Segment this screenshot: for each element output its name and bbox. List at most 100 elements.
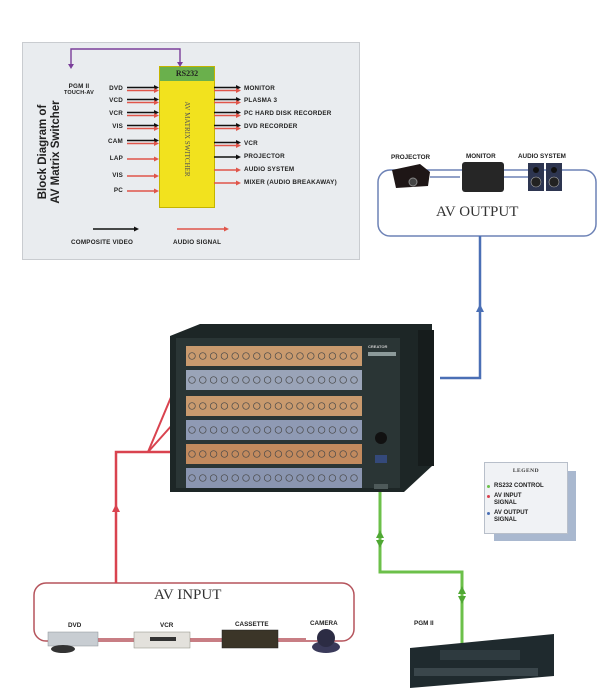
block-diagram-arrows: [68, 48, 241, 232]
bnc-connector: [317, 376, 326, 384]
audio-output-arrow: [214, 113, 241, 118]
bnc-connector: [253, 402, 261, 410]
bnc-connector: [209, 376, 218, 384]
controller-label: PGM II: [414, 620, 434, 627]
bnc-connector: [263, 376, 272, 384]
audio-input-arrow: [127, 126, 159, 131]
bnc-connector: [188, 474, 196, 482]
audio-input-arrow: [127, 100, 159, 105]
output-label: DVD RECORDER: [244, 123, 298, 130]
audio-input-arrow: [127, 88, 159, 93]
bnc-connector: [339, 352, 347, 360]
bnc-connector: [339, 402, 347, 410]
audio-output-arrow: [214, 180, 241, 186]
bnc-connector: [274, 474, 283, 482]
control-arrow-down-icon: [376, 540, 384, 548]
av-output-title: AV OUTPUT: [436, 204, 519, 220]
bnc-connector: [220, 474, 229, 482]
audio-input-arrow: [127, 113, 159, 118]
cassette-device: [221, 629, 279, 649]
bnc-connector: [209, 450, 218, 458]
control-arrow-up-icon: [458, 586, 466, 594]
power-switch: [375, 432, 387, 444]
bnc-connector: [231, 352, 239, 360]
audio-output-arrow: [214, 143, 241, 148]
bnc-connector: [328, 474, 337, 482]
bnc-connector: [220, 376, 229, 384]
bnc-connector: [328, 376, 337, 384]
bnc-connector: [253, 450, 261, 458]
bnc-connector: [274, 352, 283, 360]
projector-device: [392, 164, 430, 188]
bnc-connector: [263, 402, 272, 410]
output-device-label: MONITOR: [466, 153, 496, 160]
legend-item-label: AV OUTPUT: [494, 510, 529, 516]
bnc-connector: [242, 426, 250, 434]
bnc-connector: [242, 402, 250, 410]
bnc-connector: [317, 402, 326, 410]
bnc-connector: [285, 474, 293, 482]
legend-title: LEGEND: [512, 468, 540, 474]
bnc-connector: [296, 352, 304, 360]
bnc-connector: [242, 450, 250, 458]
output-label: MIXER (AUDIO BREAKAWAY): [244, 179, 337, 186]
bnc-connector: [285, 450, 293, 458]
bnc-connector: [199, 474, 207, 482]
bnc-connector: [253, 376, 261, 384]
bnc-connector: [220, 426, 229, 434]
bnc-connector: [231, 376, 239, 384]
bnc-connector: [188, 352, 196, 360]
bnc-connector: [350, 376, 358, 384]
bnc-connector: [263, 450, 272, 458]
bnc-connector: [328, 426, 337, 434]
input-device-label: DVD: [68, 622, 82, 629]
input-label: PC: [113, 187, 123, 194]
bnc-connector: [209, 402, 218, 410]
connector-row: [186, 396, 362, 416]
dvd-device: [47, 631, 99, 653]
input-label: VIS: [112, 172, 123, 179]
rs232-control-line: [378, 492, 464, 662]
audio-input-arrow: [127, 156, 159, 162]
bnc-connector: [231, 426, 239, 434]
audio-input-arrow: [127, 141, 159, 146]
bnc-connector: [307, 352, 315, 360]
bnc-connector: [307, 402, 315, 410]
bnc-connector: [296, 450, 304, 458]
control-port: [374, 484, 388, 489]
bnc-connector: [220, 402, 229, 410]
bnc-connector: [253, 352, 261, 360]
output-label: PROJECTOR: [244, 153, 285, 160]
bnc-connector: [328, 352, 337, 360]
legend-dot-icon: [487, 485, 490, 488]
bnc-connector: [199, 352, 207, 360]
bnc-connector: [263, 474, 272, 482]
rs232-port-label: RS232: [160, 67, 214, 81]
bnc-connector: [317, 450, 326, 458]
bnc-connector: [296, 402, 304, 410]
key-composite-video-arrow: [93, 226, 139, 232]
key-composite-video-label: COMPOSITE VIDEO: [71, 239, 134, 246]
control-device-line-1: PGM II: [68, 83, 90, 90]
bnc-connector: [285, 352, 293, 360]
legend-item-label: SIGNAL: [494, 517, 517, 523]
control-arrow-down-icon: [458, 596, 466, 604]
legend-item-av-output: AV OUTPUT SIGNAL: [487, 510, 529, 524]
matrix-brand-label: CREATOR: [368, 344, 388, 349]
bnc-connector: [339, 426, 347, 434]
input-arrow-icon: [112, 504, 120, 512]
bnc-connector: [307, 376, 315, 384]
bnc-connector: [209, 426, 218, 434]
audio-output-arrow: [214, 88, 241, 93]
bnc-connector: [199, 376, 207, 384]
bnc-connector: [350, 474, 358, 482]
bnc-connector: [231, 402, 239, 410]
bnc-connector: [307, 450, 315, 458]
bnc-connector: [199, 402, 207, 410]
output-label: VCR: [244, 140, 258, 147]
av-matrix-unit: [170, 324, 434, 492]
bnc-connector: [339, 376, 347, 384]
connector-row: [186, 346, 362, 366]
connector-row: [186, 420, 362, 440]
legend-item-label: RS232 CONTROL: [494, 483, 544, 489]
